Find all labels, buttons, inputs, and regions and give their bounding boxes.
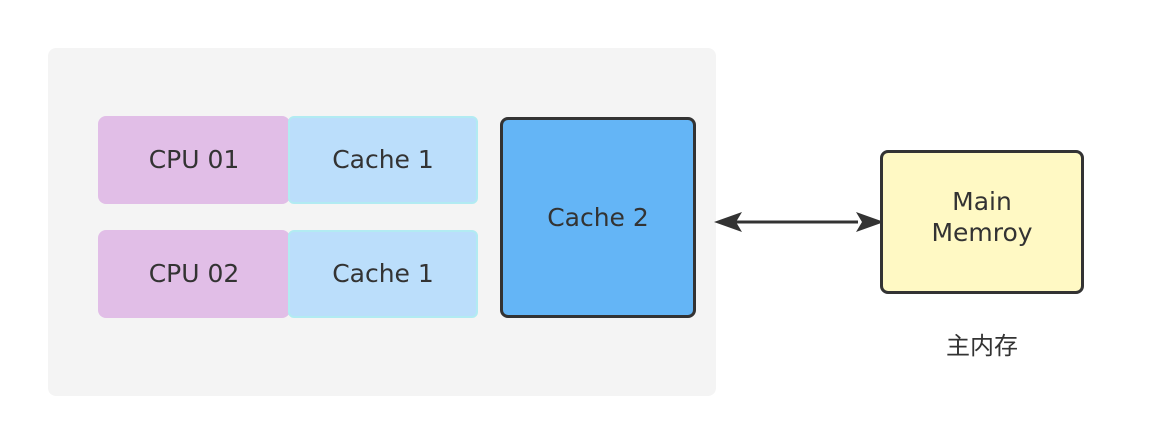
cache1-top-label: Cache 1 — [332, 145, 434, 175]
cache2-box: Cache 2 — [500, 117, 696, 318]
cache2-label: Cache 2 — [547, 202, 649, 232]
main-memory-label: Main Memroy — [931, 186, 1033, 247]
main-memory-box: Main Memroy — [880, 150, 1084, 294]
main-memory-caption: 主内存 — [946, 332, 1018, 360]
cpu-01-box: CPU 01 — [98, 116, 290, 204]
cache1-bottom-label: Cache 1 — [332, 259, 434, 289]
cache1-box-bottom: Cache 1 — [288, 230, 478, 318]
cpu-01-label: CPU 01 — [148, 145, 240, 175]
cpu-02-label: CPU 02 — [148, 259, 240, 289]
cache1-box-top: Cache 1 — [288, 116, 478, 204]
bidirectional-arrow — [714, 212, 884, 232]
cpu-02-box: CPU 02 — [98, 230, 290, 318]
arrow-head-right — [856, 212, 884, 232]
arrow-head-left — [714, 212, 742, 232]
